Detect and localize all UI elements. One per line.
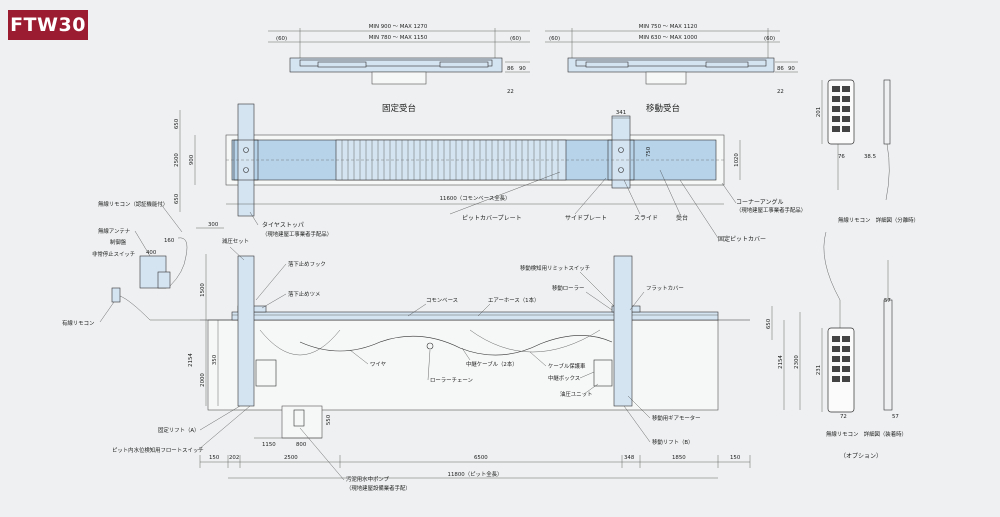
label-move-gear-motor: 移動用ギアモーター xyxy=(652,414,701,422)
label-reduced-pressure-set: 減圧セット xyxy=(222,237,249,245)
label-flat-cover: フラットカバー xyxy=(646,285,684,292)
label-fall-claw: 落下止めツメ xyxy=(288,290,320,298)
plan-dim-right-0: 750 xyxy=(646,146,652,157)
label-slide: スライド xyxy=(634,215,658,222)
fixed-right-gap: (60) xyxy=(510,36,521,42)
dim-1150: 1150 xyxy=(262,442,276,448)
label-wire: ワイヤ xyxy=(370,361,386,368)
label-side-plate: サイドプレート xyxy=(565,215,607,222)
fixed-left-gap: (60) xyxy=(276,36,287,42)
dim-h400: 400 xyxy=(146,250,157,256)
fixed-dim-inner: MIN 780 ～ MAX 1150 xyxy=(369,35,428,41)
elevation-view: 無線リモコン（認証機能付） 無線アンテナ 制御盤 非常停止スイッチ 有線リモコン… xyxy=(62,200,801,492)
dim-h2154a: 2154 xyxy=(188,353,194,367)
dim-150b: 150 xyxy=(730,455,741,461)
label-pump: 汚泥用水中ポンプ xyxy=(346,475,390,483)
fixed-h1: 86 xyxy=(507,66,514,72)
label-hydraulic-unit: 油圧ユニット xyxy=(560,390,592,398)
remote-dim-57a: 57 xyxy=(884,298,891,304)
plan-view: 650 2500 900 650 1020 750 341 11600（コモンベ… xyxy=(174,103,806,243)
plan-dim-left-0: 650 xyxy=(174,118,180,129)
moving-dim-inner: MIN 630 ～ MAX 1000 xyxy=(639,35,698,41)
remote-dim-385: 38.5 xyxy=(864,154,876,160)
fixed-h3: 22 xyxy=(507,89,514,95)
plan-dim-left-1: 2500 xyxy=(174,153,180,167)
label-relay-box: 中継ボックス xyxy=(548,374,580,382)
label-fixed-pit-cover: 固定ピットカバー xyxy=(718,235,766,243)
dim-h550: 550 xyxy=(326,414,332,425)
label-receiver: 受台 xyxy=(676,214,688,222)
moving-h2: 90 xyxy=(788,66,795,72)
dim-348: 348 xyxy=(624,455,635,461)
fixed-dim-outer: MIN 900 ～ MAX 1270 xyxy=(369,24,428,30)
plan-dim-left-3: 650 xyxy=(174,193,180,204)
remote-dim-72: 72 xyxy=(840,414,847,420)
plan-overall-dim: 11600（コモンベース全長） xyxy=(440,194,511,202)
remote-dim-76: 76 xyxy=(838,154,845,160)
plan-dim-left-2: 900 xyxy=(189,154,195,165)
dim-6500: 6500 xyxy=(474,455,488,461)
label-wireless-remote: 無線リモコン（認証機能付） xyxy=(98,200,168,208)
fixed-receiver-caption: 固定受台 xyxy=(382,103,416,114)
moving-right-gap: (60) xyxy=(764,36,775,42)
label-float-switch: ピット内水位検知用フロートスイッチ xyxy=(112,446,204,454)
label-air-hose: エアーホース（1本） xyxy=(488,296,539,304)
dim-h160: 160 xyxy=(164,238,175,244)
dim-h650: 650 xyxy=(766,318,772,329)
remote-detail: 201 76 38.5 無線リモコン 詳細図（分離時） 231 72 57 57… xyxy=(816,79,919,460)
remote-dim-201: 201 xyxy=(816,107,822,117)
label-fixed-lift-a: 固定リフト（A） xyxy=(158,426,199,434)
label-move-lift-b: 移動リフト（B） xyxy=(652,438,693,446)
remote-dim-231: 231 xyxy=(816,365,822,375)
label-common-base: コモンベース xyxy=(426,297,458,304)
caption-remote-mounted: 無線リモコン 詳細図（装着時） xyxy=(826,430,907,438)
moving-receiver-caption: 移動受台 xyxy=(646,103,680,114)
label-cable-carrier: ケーブル保護車 xyxy=(548,362,586,370)
label-move-roller: 移動ローラー xyxy=(552,284,584,292)
moving-receiver-detail: MIN 750 ～ MAX 1120 MIN 630 ～ MAX 1000 (6… xyxy=(545,24,798,114)
label-control-panel: 制御盤 xyxy=(110,238,127,246)
dim-overall-pit: 11800（ピット全長） xyxy=(448,470,503,478)
label-tire-stopper-note: （現地建屋工事業者手配品） xyxy=(262,230,332,238)
label-pump-note: （現地建屋設備業者手配） xyxy=(346,484,411,492)
label-fall-hook: 落下止めフック xyxy=(288,260,326,268)
fixed-h2: 90 xyxy=(519,66,526,72)
dim-2500: 2500 xyxy=(284,455,298,461)
label-emergency-stop: 非常停止スイッチ xyxy=(92,250,135,258)
moving-h3: 22 xyxy=(777,89,784,95)
dim-h2300: 2300 xyxy=(794,355,800,369)
dim-h2154b: 2154 xyxy=(778,355,784,369)
moving-left-gap: (60) xyxy=(549,36,560,42)
label-move-limit-switch: 移動検知用リミットスイッチ xyxy=(520,264,590,272)
dim-h350: 350 xyxy=(212,354,218,365)
label-corner-angle-note: （現地建屋工事業者手配品） xyxy=(736,206,806,214)
plan-dim-right-1: 1020 xyxy=(734,153,740,167)
fixed-receiver-detail: MIN 900 ～ MAX 1270 MIN 780 ～ MAX 1150 (6… xyxy=(268,24,530,114)
label-wired-remote: 有線リモコン xyxy=(62,319,94,327)
dim-202: 202 xyxy=(229,455,239,461)
model-badge: FTW30 xyxy=(8,10,88,40)
moving-h1: 86 xyxy=(777,66,784,72)
dim-h300: 300 xyxy=(208,222,219,228)
label-corner-angle: コーナーアングル xyxy=(736,198,784,206)
label-wireless-antenna: 無線アンテナ xyxy=(98,227,130,235)
caption-remote-split: 無線リモコン 詳細図（分離時） xyxy=(838,216,919,224)
label-tire-stopper: タイヤストッパ xyxy=(262,221,304,229)
dim-1850: 1850 xyxy=(672,455,686,461)
moving-dim-outer: MIN 750 ～ MAX 1120 xyxy=(639,24,698,30)
label-roller-chain: ローラーチェーン xyxy=(430,377,473,384)
dim-150a: 150 xyxy=(209,455,220,461)
remote-dim-57b: 57 xyxy=(892,414,899,420)
plan-dim-top: 341 xyxy=(616,110,626,116)
label-relay-cable: 中継ケーブル（2本） xyxy=(466,360,518,368)
label-pit-cover-plate: ピットカバープレート xyxy=(462,215,522,222)
dim-h2000: 2000 xyxy=(200,373,206,387)
dim-h1500: 1500 xyxy=(200,283,206,297)
caption-option: （オプション） xyxy=(840,453,882,460)
dim-800: 800 xyxy=(296,442,307,448)
